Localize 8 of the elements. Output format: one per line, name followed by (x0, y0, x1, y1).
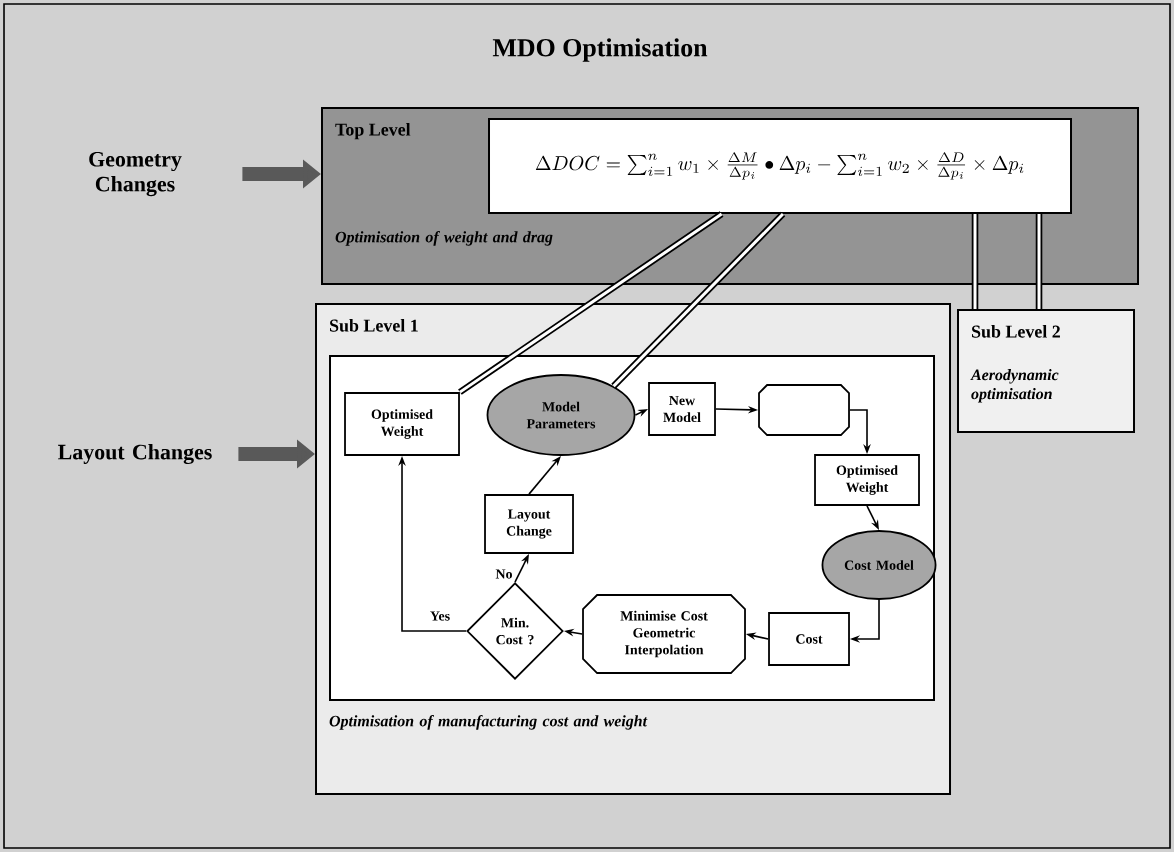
side-label: Layout Changes (58, 444, 212, 465)
connector-line (458, 211, 724, 395)
connector-line (611, 211, 786, 389)
title: MDO Optimisation (492, 38, 708, 62)
formula-box: $\Delta DOC = \sum_{i=1}^{n} w_1 \times \frac{\Delta M}{\Delta p_i} \bullet \Delta p_i - \sum_{i=1}^{n} w_2 \times \frac{\Delta D}{\Delta p_i} \times \Delta p_i$ (488, 118, 1072, 214)
connector-line (971, 214, 979, 309)
connector-line (1035, 214, 1043, 309)
side-label: Geometry Changes (89, 151, 182, 197)
